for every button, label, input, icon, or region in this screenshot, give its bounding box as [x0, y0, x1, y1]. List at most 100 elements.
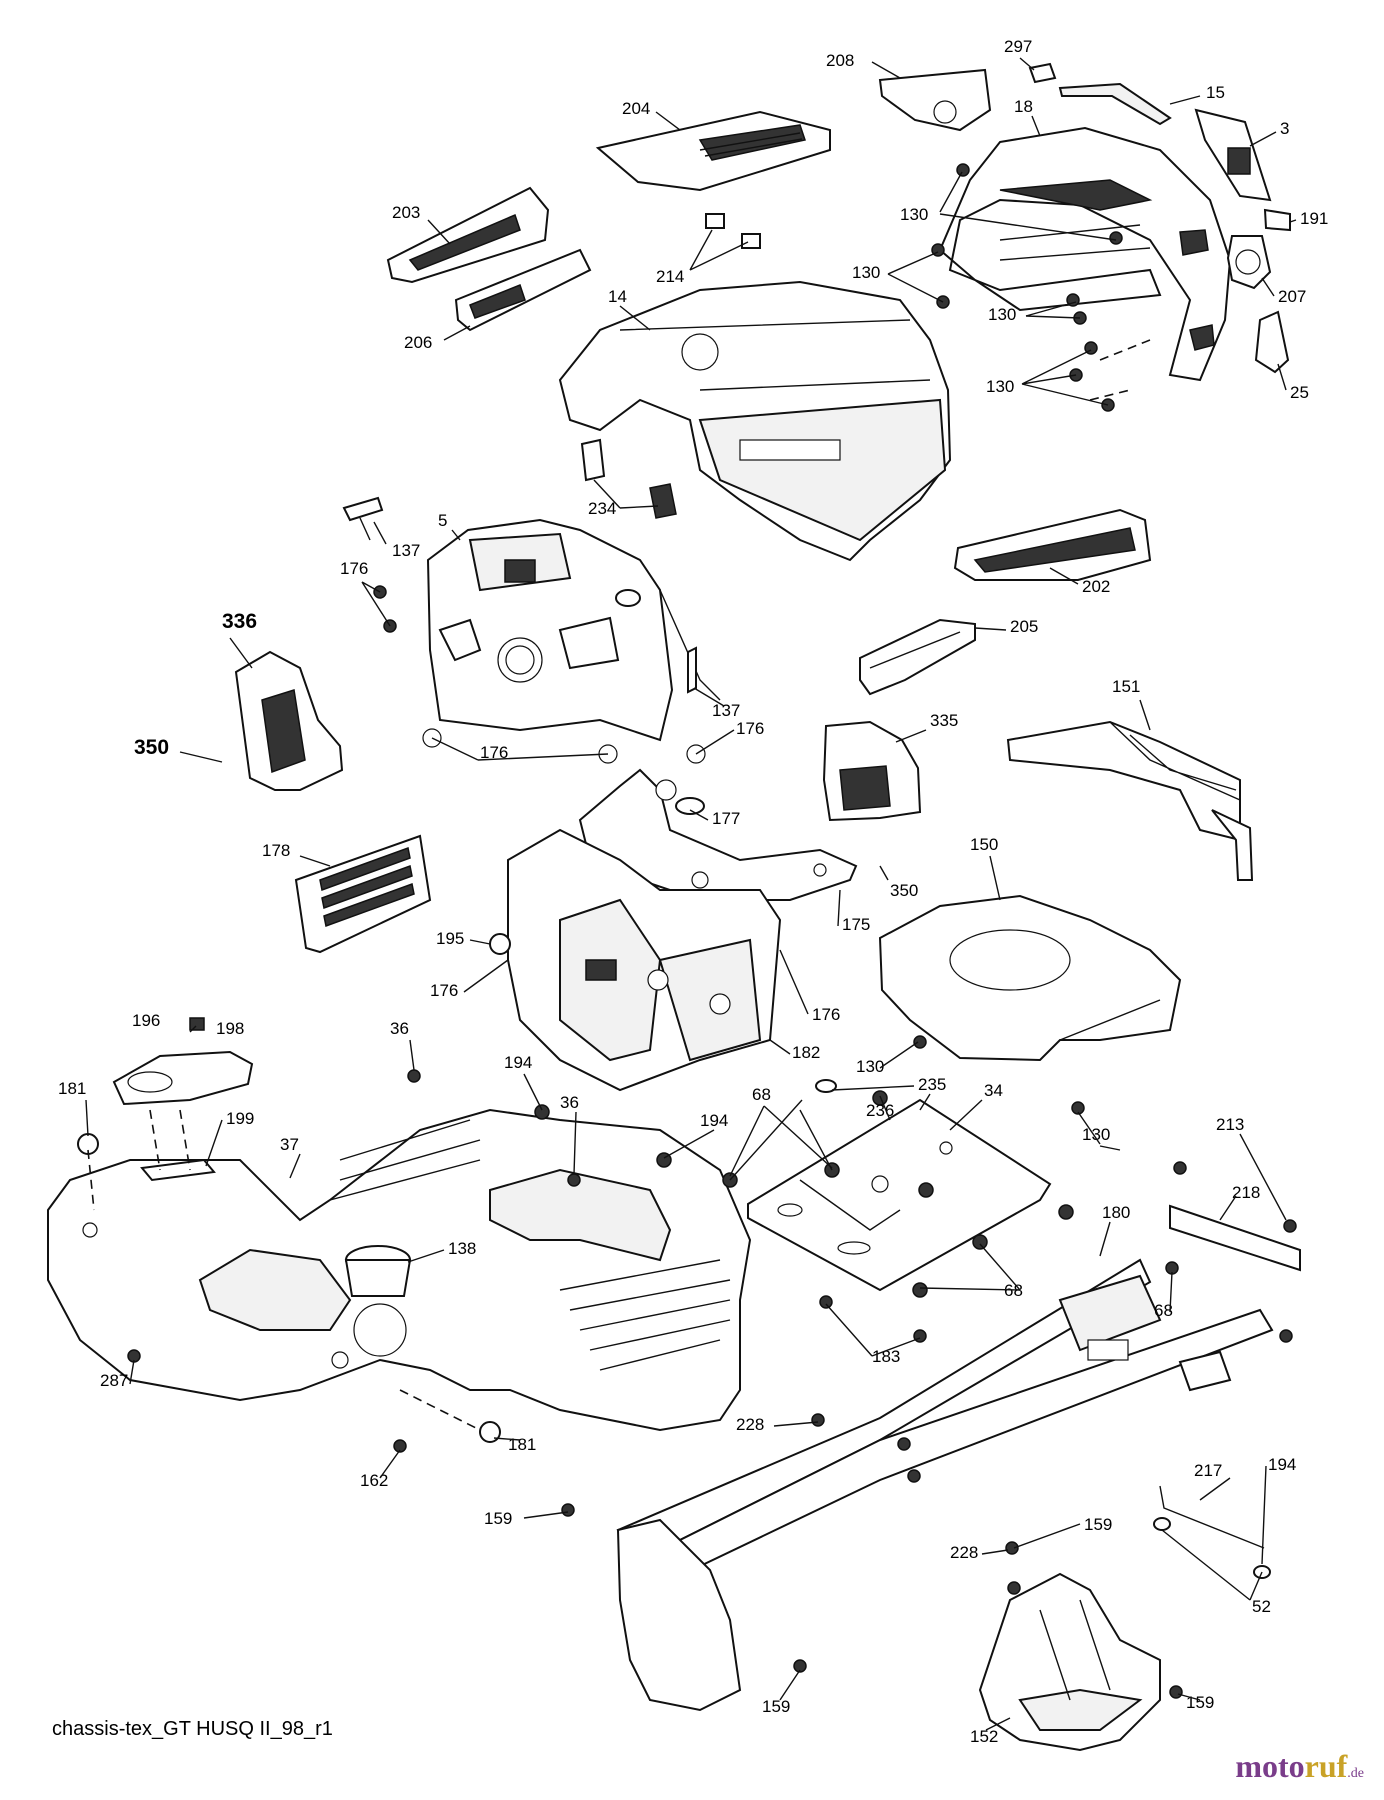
callout-176-d: 176 [430, 981, 458, 1000]
callout-178: 178 [262, 841, 290, 860]
callout-159-a: 159 [484, 1509, 512, 1528]
part-205-trim [859, 618, 976, 696]
part-214-clips [705, 213, 761, 249]
callout-68-c: 68 [1154, 1301, 1173, 1320]
callout-151: 151 [1112, 677, 1140, 696]
part-218-bracket [1165, 1161, 1301, 1343]
callout-138: 138 [448, 1239, 476, 1258]
frame-fasteners [561, 1413, 1183, 1699]
callout-204: 204 [622, 99, 650, 118]
logo-text-2: ruf [1304, 1748, 1348, 1784]
callout-203: 203 [392, 203, 420, 222]
callout-3: 3 [1280, 119, 1289, 138]
callout-137-b: 137 [712, 701, 740, 720]
callout-207: 207 [1278, 287, 1306, 306]
callout-36-a: 36 [390, 1019, 409, 1038]
callout-206: 206 [404, 333, 432, 352]
callout-150: 150 [970, 835, 998, 854]
callout-176-e: 176 [812, 1005, 840, 1024]
callout-159-c: 159 [762, 1697, 790, 1716]
callout-labels: 297 208 15 204 18 3 203 130 191 214 14 1… [58, 37, 1328, 1746]
callout-176-a: 176 [340, 559, 368, 578]
callout-198: 198 [216, 1019, 244, 1038]
callout-234: 234 [588, 499, 616, 518]
callout-130-e: 130 [856, 1057, 884, 1076]
part-336-side-pod [234, 650, 344, 791]
callout-177: 177 [712, 809, 740, 828]
callout-205: 205 [1010, 617, 1038, 636]
callout-130-d: 130 [986, 377, 1014, 396]
callout-191: 191 [1300, 209, 1328, 228]
callout-176-b: 176 [736, 719, 764, 738]
part-203-side-vent [386, 186, 550, 284]
callout-162: 162 [360, 1471, 388, 1490]
callout-228-a: 228 [736, 1415, 764, 1434]
part-137-bracket [687, 646, 697, 694]
callout-52: 52 [1252, 1597, 1271, 1616]
part-195-grommet [489, 933, 511, 955]
callout-194-c: 194 [1268, 1455, 1296, 1474]
callout-152: 152 [970, 1727, 998, 1746]
site-logo: motoruf.de [1235, 1748, 1364, 1785]
callout-181-b: 181 [508, 1435, 536, 1454]
callout-130-f: 130 [1082, 1125, 1110, 1144]
callout-130-b: 130 [852, 263, 880, 282]
callout-350-b: 350 [890, 881, 918, 900]
part-204-hood-panel [595, 110, 831, 192]
callout-68-a: 68 [752, 1085, 771, 1104]
part-196-cap [112, 1050, 254, 1106]
part-14-hood [558, 280, 952, 562]
part-182-lower-console [507, 828, 782, 1092]
callout-36-b: 36 [560, 1093, 579, 1112]
part-199-tab [140, 1158, 216, 1182]
logo-tld: .de [1347, 1766, 1364, 1781]
fender-vent-holes [329, 1119, 731, 1371]
callout-14: 14 [608, 287, 627, 306]
callout-181-a: 181 [58, 1079, 86, 1098]
callout-34: 34 [984, 1081, 1003, 1100]
part-208-light-housing [878, 68, 992, 132]
callout-130-c: 130 [988, 305, 1016, 324]
callout-137-a: 137 [392, 541, 420, 560]
callout-214: 214 [656, 267, 684, 286]
part-335-side-pod [822, 720, 922, 822]
part-15-trim-strip [1058, 82, 1172, 126]
part-191-clip [1263, 208, 1291, 232]
callout-159-d: 159 [1186, 1693, 1214, 1712]
diagram-caption: chassis-tex_GT HUSQ II_98_r1 [52, 1718, 333, 1740]
part-202-grille [953, 508, 1152, 581]
callout-228-b: 228 [950, 1543, 978, 1562]
callout-287: 287 [100, 1371, 128, 1390]
callout-180: 180 [1102, 1203, 1130, 1222]
callout-235: 235 [918, 1075, 946, 1094]
callout-217: 217 [1194, 1461, 1222, 1480]
part-217-rod [1153, 1485, 1271, 1579]
callout-194-b: 194 [700, 1111, 728, 1130]
part-234-labels [580, 438, 677, 519]
part-3-side-panel [1194, 108, 1272, 202]
part-181-nut [77, 1133, 501, 1443]
part-18-front-housing [938, 126, 1232, 382]
part-297-cap [1028, 62, 1057, 84]
part-177-clip [675, 797, 705, 815]
callout-336: 336 [222, 610, 257, 633]
part-150-floor-pan [878, 894, 1182, 1062]
callout-297: 297 [1004, 37, 1032, 56]
leader-lines [85, 57, 1297, 1731]
callout-196: 196 [132, 1011, 160, 1030]
callout-130-a: 130 [900, 205, 928, 224]
callout-202: 202 [1082, 577, 1110, 596]
callout-183: 183 [872, 1347, 900, 1366]
callout-195: 195 [436, 929, 464, 948]
callout-5: 5 [438, 511, 447, 530]
callout-25: 25 [1290, 383, 1309, 402]
logo-text-1: moto [1235, 1748, 1305, 1784]
callout-350-a: 350 [134, 736, 169, 759]
callout-199: 199 [226, 1109, 254, 1128]
part-183-bolts [819, 1295, 927, 1343]
callout-213: 213 [1216, 1115, 1244, 1134]
part-198-clip [189, 1017, 205, 1031]
callout-37: 37 [280, 1135, 299, 1154]
callout-236: 236 [866, 1101, 894, 1120]
